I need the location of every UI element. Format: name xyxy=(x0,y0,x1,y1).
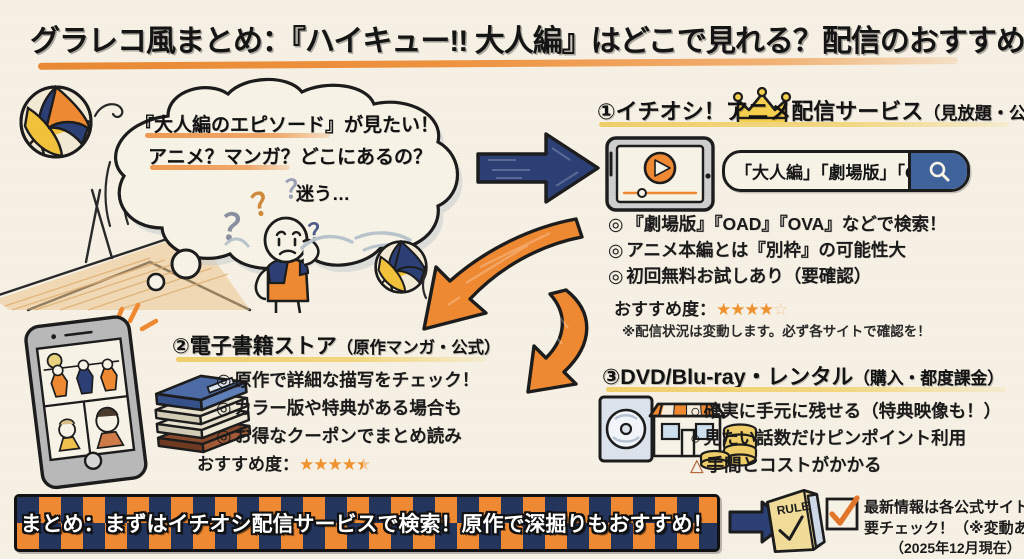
bullet-marker: ◎ xyxy=(608,266,624,286)
crown-icon xyxy=(732,86,792,126)
swoosh-icon xyxy=(93,103,124,119)
dvd-disc-icon xyxy=(598,395,654,463)
footer-check-line-1: 最新情報は各公式サイトで xyxy=(864,499,1024,516)
section-1-rating: おすすめ度：★★★★☆ xyxy=(614,295,788,320)
search-box[interactable]: 「大人編」「劇場版」「OAD」 xyxy=(722,150,970,192)
rule-book-label: RULE xyxy=(776,499,810,518)
bullet-text: 『劇場版』『OAD』『OVA』などで検索！ xyxy=(626,214,947,234)
bullet-marker: ○ xyxy=(690,428,701,448)
footer-check-line-2: 要チェック！（※変動あり） xyxy=(864,520,1024,537)
rating-label: おすすめ度： xyxy=(614,300,716,319)
section-1-title: イチオシ！アニメ配信サービス xyxy=(615,99,924,124)
question-mark-icon: ？ xyxy=(285,176,311,204)
section-1-bullets: ◎『劇場版』『OAD』『OVA』などで検索！ ◎アニメ本編とは『別枠』の可能性大… xyxy=(608,211,946,289)
motion-marks-icon xyxy=(224,231,420,254)
rating-star-half: ★ ★ xyxy=(355,455,371,474)
bullet-item: ◎『劇場版』『OAD』『OVA』などで検索！ xyxy=(608,211,946,237)
bullet-item: ○確実に手元に残せる（特典映像も！） xyxy=(690,398,1001,425)
bullet-text: アニメ本編とは『別枠』の可能性大 xyxy=(626,240,906,260)
bullet-text: お得なクーポンでまとめ読み xyxy=(234,426,462,446)
section-1-note: ※配信状況は変動します。必ず各サイトで確認を！ xyxy=(622,324,931,339)
search-icon xyxy=(929,161,950,182)
bullet-marker: ◎ xyxy=(216,370,232,390)
summary-banner: まとめ：まずはイチオシ配信サービスで検索！原作で深掘りもおすすめ！ xyxy=(14,494,720,552)
bullet-marker: ○ xyxy=(690,401,701,421)
section-1-heading: ①イチオシ！アニメ配信サービス（見放題・公式） xyxy=(597,94,1024,126)
section-3-heading: ③DVD/Blu-ray・レンタル（購入・都度課金） xyxy=(602,360,1004,391)
section-3-number: ③ xyxy=(602,365,621,389)
bullet-item: ○見たい話数だけピンポイント利用 xyxy=(690,425,1001,452)
confused-person-icon xyxy=(254,216,320,314)
summary-banner-text: まとめ：まずはイチオシ配信サービスで検索！原作で深掘りもおすすめ！ xyxy=(20,513,714,536)
bullet-item: ◎初回無料お試しあり（要確認） xyxy=(608,263,946,289)
bullet-text: 確実に手元に残せる（特典映像も！） xyxy=(703,401,1002,421)
section-1-subtitle: （見放題・公式） xyxy=(923,103,1024,123)
volleyball-icon xyxy=(19,84,93,159)
section-2-rating: おすすめ度：★★★★ ★ ★ xyxy=(197,450,371,475)
section-1-number: ① xyxy=(597,99,616,124)
footer-date: （2025年12月現在） xyxy=(890,540,1021,556)
bullet-marker: ◎ xyxy=(608,214,624,234)
arrow-curved-down-left-icon xyxy=(422,217,584,331)
page-title: グラレコ風まとめ：『ハイキュー!! 大人編』はどこで見れる？配信のおすすめは？ xyxy=(30,25,1024,58)
tablet-player-icon xyxy=(605,136,715,212)
bullet-item: ◎原作で詳細な描写をチェック！ xyxy=(216,366,479,394)
bubble-highlight-1 xyxy=(145,133,330,138)
section-3-title: DVD/Blu-ray・レンタル xyxy=(620,365,854,389)
rule-book-icon: RULE xyxy=(765,488,826,554)
search-button[interactable] xyxy=(908,153,967,189)
rating-label: おすすめ度： xyxy=(197,455,299,474)
section-2-bullets: ◎原作で詳細な描写をチェック！ ◎カラー版や特典がある場合も ◎お得なクーポンで… xyxy=(216,366,479,450)
arrow-right-icon xyxy=(476,132,600,204)
section-2-underline xyxy=(176,357,486,362)
bubble-line-1: 『大人編のエピソード』が見たい！ xyxy=(135,115,440,136)
footer-check-text: 最新情報は各公式サイトで 要チェック！（※変動あり） xyxy=(864,497,1024,539)
bullet-text: 初回無料お試しあり（要確認） xyxy=(626,266,872,286)
bullet-item: ◎カラー版や特典がある場合も xyxy=(216,394,479,422)
bullet-marker: ◎ xyxy=(608,240,624,260)
smartphone-manga-icon xyxy=(24,315,148,490)
section-3-underline xyxy=(606,387,1006,392)
bubble-line-3: 迷う… xyxy=(296,184,350,204)
bullet-text: カラー版や特典がある場合も xyxy=(234,398,462,418)
bullet-marker: ◎ xyxy=(216,398,232,418)
bullet-item: ◎お得なクーポンでまとめ読み xyxy=(216,422,479,450)
section-1-underline xyxy=(599,122,1009,127)
bullet-item: ◎アニメ本編とは『別枠』の可能性大 xyxy=(608,237,946,263)
bullet-marker: △ xyxy=(690,455,704,475)
arrow-curved-down-right-icon xyxy=(526,288,589,394)
rating-star-empty: ☆ xyxy=(772,300,788,319)
book-stack-icon xyxy=(154,374,252,454)
rating-stars-filled: ★★★★ xyxy=(299,455,357,474)
bullet-item: △手間とコストがかかる xyxy=(690,452,1001,479)
bullet-marker: ◎ xyxy=(216,426,232,446)
section-3-subtitle: （購入・都度課金） xyxy=(853,369,1005,388)
rating-stars-filled: ★★★★ xyxy=(716,300,774,319)
bubble-line-2: アニメ？マンガ？どこにあるの？ xyxy=(148,147,433,168)
bubble-highlight-2 xyxy=(150,165,290,170)
bullet-text: 原作で詳細な描写をチェック！ xyxy=(234,370,480,390)
coins-icon xyxy=(699,423,758,471)
section-2-subtitle: （原作マンガ・公式） xyxy=(336,339,501,357)
volleyball-icon xyxy=(374,239,428,294)
section-2-heading: ②電子書籍ストア（原作マンガ・公式） xyxy=(172,330,500,360)
search-input[interactable]: 「大人編」「劇場版」「OAD」 xyxy=(735,163,960,183)
section-2-number: ② xyxy=(172,335,190,358)
bullet-text: 手間とコストがかかる xyxy=(706,455,882,475)
section-2-title: 電子書籍ストア xyxy=(189,335,337,358)
bullet-text: 見たい話数だけピンポイント利用 xyxy=(703,428,967,448)
section-3-bullets: ○確実に手元に残せる（特典映像も！） ○見たい話数だけピンポイント利用 △手間と… xyxy=(690,398,1001,479)
checkbox-checked-icon[interactable] xyxy=(824,495,860,532)
